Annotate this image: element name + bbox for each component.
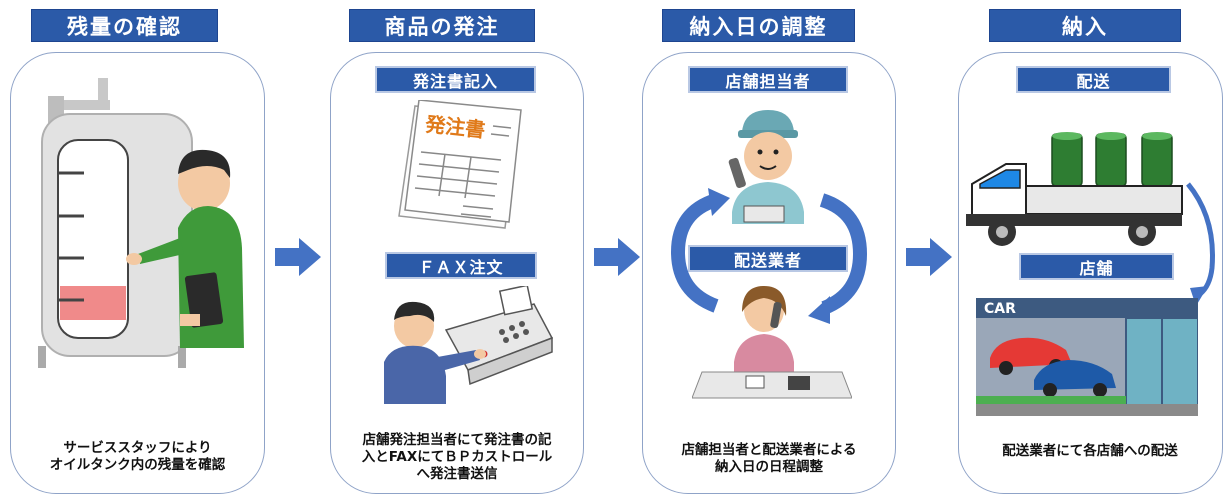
step2-caption: 店舗発注担当者にて発注書の記 入とFAXにてＢＰカストロール へ発注書送信	[361, 432, 553, 482]
step2-title: 商品の発注	[349, 9, 535, 42]
arrow-right-icon	[275, 238, 321, 276]
step4-caption: 配送業者にて各店舗への配送	[1002, 443, 1178, 459]
step3-subtitle-store-staff: 店舗担当者	[688, 66, 848, 93]
step4-subtitle-store: 店舗	[1019, 253, 1174, 280]
cycle-arrow-right-icon	[808, 193, 868, 324]
step2-subtitle-order-form: 発注書記入	[375, 66, 536, 93]
step4-title: 納入	[989, 9, 1181, 42]
step1-caption: サービススタッフにより オイルタンク内の残量を確認	[49, 440, 226, 473]
curved-arrow-down-icon	[1186, 182, 1215, 306]
car-store-illustration: CAR	[976, 298, 1198, 416]
step1-title: 残量の確認	[31, 9, 218, 42]
step2-subtitle-fax-order: ＦＡＸ注文	[385, 252, 537, 279]
step3-subtitle-delivery-company: 配送業者	[688, 245, 848, 272]
step3-caption: 店舗担当者と配送業者による 納入日の日程調整	[681, 442, 857, 475]
arrow-right-icon	[906, 238, 952, 276]
delivery-truck-illustration	[966, 132, 1183, 246]
delivery-staff-phone-illustration	[692, 286, 852, 399]
order-form-illustration: 発注書	[398, 100, 522, 229]
oil-tank-check-illustration	[38, 78, 244, 368]
step4-subtitle-delivery: 配送	[1016, 66, 1171, 93]
arrow-right-icon	[594, 238, 640, 276]
store-staff-phone-illustration	[728, 110, 804, 224]
step3-title: 納入日の調整	[662, 9, 855, 42]
cycle-arrow-left-icon	[670, 188, 730, 313]
store-sign-text: CAR	[984, 301, 1016, 317]
fax-sending-illustration	[384, 286, 554, 404]
